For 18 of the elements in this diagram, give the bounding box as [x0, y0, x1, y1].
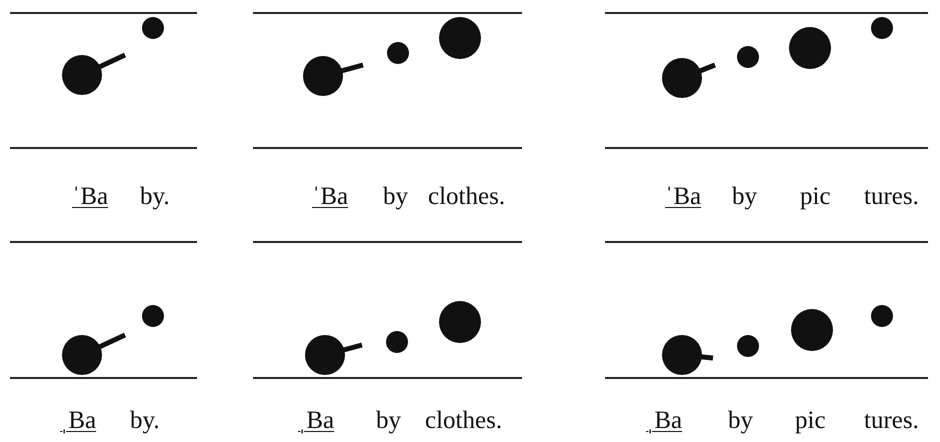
syllable-text: pic — [800, 183, 831, 211]
syllable-text: ˌBa — [60, 407, 96, 435]
syllable-text: by — [728, 407, 753, 435]
syllable-text: by — [383, 183, 408, 211]
syllable-text: clothes. — [428, 183, 506, 211]
syllable-text: ˌBa — [646, 407, 682, 435]
syllable-text: ˈBa — [312, 183, 348, 211]
syllable-text: ˌBa — [298, 407, 334, 435]
syllable-text: by — [732, 183, 757, 211]
syllable-text: by — [376, 407, 401, 435]
syllable-text: ˈBa — [72, 183, 108, 211]
syllable-text: tures. — [864, 183, 919, 211]
syllable-text: ˈBa — [665, 183, 702, 211]
syllable-text: by. — [130, 407, 160, 435]
syllable-text: tures. — [864, 407, 919, 435]
syllable-text: pic — [795, 407, 826, 435]
syllable-text: clothes. — [425, 407, 502, 435]
syllable-text: by. — [140, 183, 170, 211]
